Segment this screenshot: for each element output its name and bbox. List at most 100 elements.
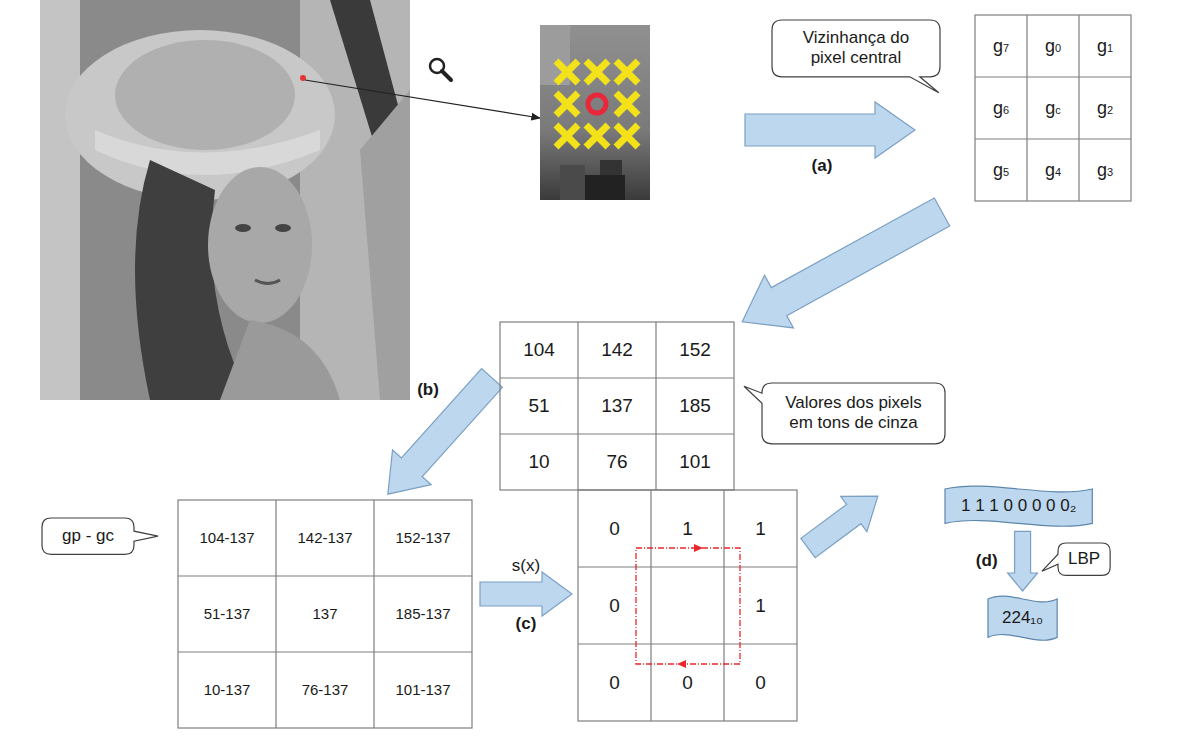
grid-cell: 104 [523, 339, 555, 361]
block-arrow [795, 478, 891, 565]
photo-frame-edge [40, 0, 80, 400]
photo-eye [235, 224, 251, 232]
grid-cell: 76 [606, 451, 627, 473]
photo-hat-band [95, 130, 320, 175]
banner-outline [945, 486, 1092, 526]
grid-cell: 0 [755, 672, 766, 694]
grid-cell: 0 [609, 672, 620, 694]
block-arrow [368, 361, 511, 512]
portrait-photo [40, 0, 410, 400]
grid-cell: 1 [755, 518, 766, 540]
neighbour-x [586, 61, 608, 83]
grid-cell: g5 [993, 160, 1009, 181]
grid-cell: g3 [1097, 160, 1113, 181]
bubble-outline [744, 383, 945, 444]
speech-bubble: Valores dos pixels em tons de cinza [762, 383, 945, 444]
central-pixel-ring [588, 95, 606, 113]
magnifier-handle [442, 71, 451, 80]
grid-cell: 152 [679, 339, 711, 361]
reading-order-loop [636, 544, 740, 668]
grid-cell: g7 [993, 36, 1009, 57]
block-arrow [745, 102, 915, 158]
values-grid [500, 322, 734, 490]
grid-border [500, 322, 734, 490]
grid-cell: g2 [1097, 98, 1113, 119]
grid-cell: 10 [528, 451, 549, 473]
grid-cell: 10-137 [204, 681, 251, 698]
photo-mirror [360, 90, 410, 400]
grid-border [975, 15, 1131, 201]
grid-cell: 152-137 [395, 529, 450, 546]
neighbour-x [616, 61, 638, 83]
grid-cell: 0 [609, 595, 620, 617]
node-text: LBP [1068, 549, 1100, 569]
bubble-outline [772, 20, 940, 93]
speech-bubble: Vizinhança do pixel central [772, 20, 940, 77]
grid-border [578, 490, 797, 721]
grid-cell: 104-137 [199, 529, 254, 546]
zoom-pixel-block [585, 175, 625, 200]
grid-lines [178, 500, 472, 728]
step-label: (b) [417, 380, 439, 400]
zoomed-patch [540, 25, 650, 200]
grid-border [178, 500, 472, 728]
zoom-background [540, 25, 650, 200]
speech-bubble: LBP [1058, 543, 1110, 575]
grid-cell: 185 [679, 395, 711, 417]
neighbourhood-grid [975, 15, 1131, 201]
bubble-outline [1042, 543, 1110, 575]
grid-cell: g4 [1045, 160, 1061, 181]
grid-cell: 51 [528, 395, 549, 417]
grid-lines [500, 322, 734, 490]
grid-cell: 51-137 [204, 605, 251, 622]
neighbour-x [616, 93, 638, 115]
dash-dot-loop [636, 548, 740, 664]
grid-cell: 101-137 [395, 681, 450, 698]
magnifier-icon [430, 59, 451, 80]
grid-cell: 101 [679, 451, 711, 473]
grid-cell: 1 [755, 595, 766, 617]
node-text: 224₁₀ [1002, 608, 1043, 628]
node-text: gp - gc [62, 526, 114, 546]
photo-lips [255, 280, 280, 284]
grid-cell: 185-137 [395, 605, 450, 622]
neighbour-x [556, 93, 578, 115]
neighbour-x [556, 125, 578, 147]
loop-arrowhead [694, 544, 703, 552]
neighbour-x [616, 125, 638, 147]
photo-bright-area [300, 0, 410, 400]
grid-cell: g6 [993, 98, 1009, 119]
block-arrow [728, 186, 957, 348]
block-arrow [480, 572, 572, 616]
decimal-value-banner: 224₁₀ [988, 594, 1057, 642]
binary-code-banner: 1 1 1 0 0 0 0 0₂ [945, 484, 1092, 528]
node-text: 1 1 1 0 0 0 0 0₂ [961, 496, 1076, 516]
grid-cell: gc [1045, 98, 1061, 119]
grid-cell: g0 [1045, 36, 1061, 57]
neighbour-markers [556, 61, 638, 147]
speech-bubble: gp - gc [42, 518, 134, 554]
grid-lines [578, 490, 797, 721]
neighbour-x [556, 61, 578, 83]
node-text: Valores dos pixels em tons de cinza [776, 393, 931, 434]
block-arrow-connector [1008, 531, 1038, 591]
zoom-pixel-block [560, 165, 585, 200]
grid-cell: 137 [312, 605, 337, 622]
neighbour-x [586, 125, 608, 147]
function-label: s(x) [512, 556, 540, 576]
zoom-pixel-block [600, 160, 622, 175]
grid-cell: 0 [682, 672, 693, 694]
grid-cell: g1 [1097, 36, 1113, 57]
difference-grid [178, 500, 472, 728]
zoom-leader-line [305, 80, 540, 118]
photo-hat [65, 30, 335, 200]
grid-cell: 142-137 [297, 529, 352, 546]
step-label: (c) [516, 614, 537, 634]
grid-cell: 1 [682, 518, 693, 540]
photo-eye [275, 224, 291, 232]
step-label: (a) [812, 156, 833, 176]
grid-cell: 76-137 [302, 681, 349, 698]
banner-outline [988, 596, 1057, 640]
grid-cell: 0 [609, 518, 620, 540]
grid-cell: 142 [601, 339, 633, 361]
